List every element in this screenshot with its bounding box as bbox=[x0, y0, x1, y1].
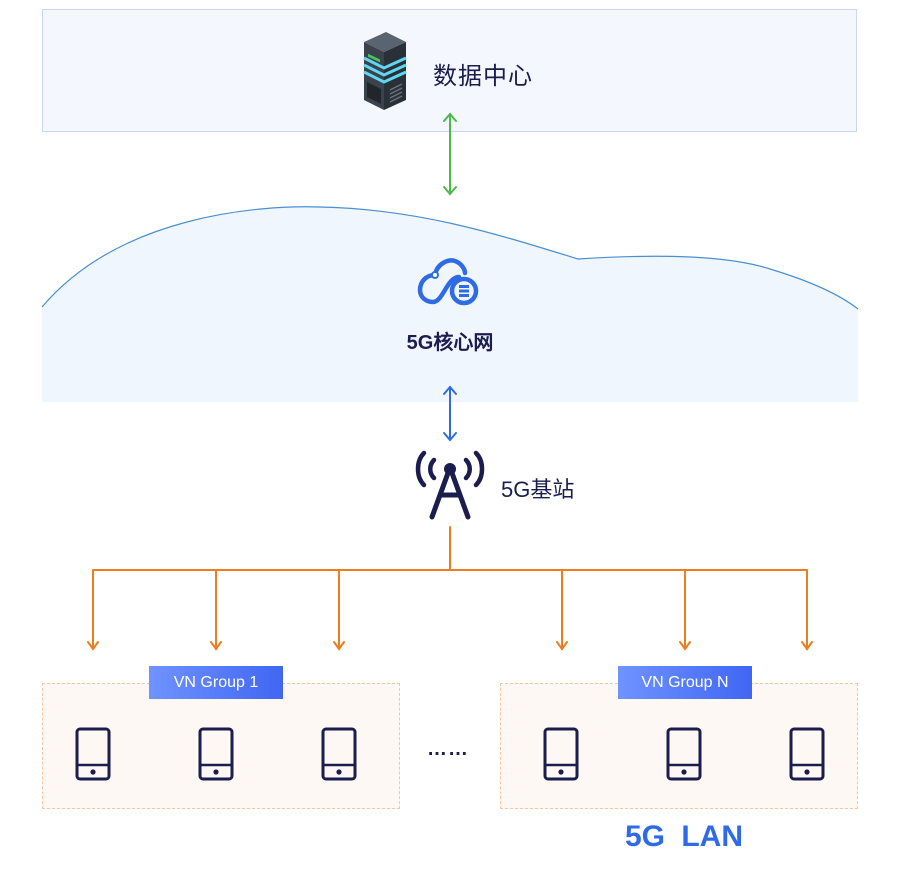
core-network-label: 5G核心网 bbox=[406, 332, 494, 354]
branch-arrow bbox=[210, 569, 222, 651]
branch-arrow bbox=[87, 569, 99, 651]
antenna-tower-icon bbox=[415, 450, 485, 520]
server-rack-icon bbox=[363, 32, 407, 110]
base-station-label: 5G基站 bbox=[501, 477, 575, 502]
phone-icon bbox=[198, 727, 234, 781]
vn-group-1-tag: VN Group 1 bbox=[149, 666, 283, 699]
core-bs-link-arrow bbox=[443, 385, 457, 442]
branch-arrow bbox=[556, 569, 568, 651]
phone-icon bbox=[321, 727, 357, 781]
phone-icon bbox=[666, 727, 702, 781]
vn-group-n-panel bbox=[500, 683, 858, 809]
dc-core-link-arrow bbox=[443, 112, 457, 196]
vn-group-1-panel bbox=[42, 683, 400, 809]
phone-icon bbox=[789, 727, 825, 781]
cloud-server-icon bbox=[417, 258, 479, 306]
branch-arrow bbox=[333, 569, 345, 651]
more-groups-ellipsis: …… bbox=[427, 738, 469, 760]
phone-icon bbox=[75, 727, 111, 781]
phone-icon bbox=[543, 727, 579, 781]
data-center-panel bbox=[42, 9, 857, 132]
core-network-cloud bbox=[41, 206, 859, 402]
branch-lines bbox=[87, 526, 813, 651]
data-center-label: 数据中心 bbox=[433, 63, 533, 90]
vn-group-n-tag: VN Group N bbox=[618, 666, 752, 699]
lan-label: 5G LAN bbox=[625, 820, 744, 853]
branch-arrow bbox=[801, 569, 813, 651]
branch-arrow bbox=[679, 569, 691, 651]
